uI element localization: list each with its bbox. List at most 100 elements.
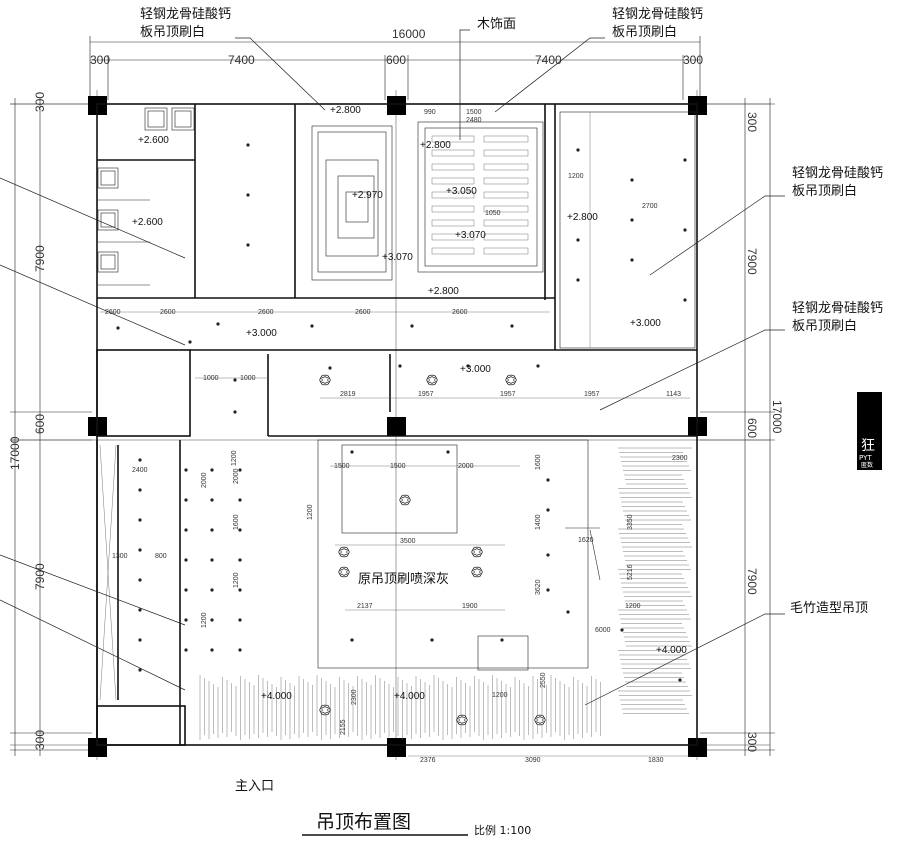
lamp-bulb xyxy=(340,573,344,578)
callout-ceiling-b: 轻钢龙骨硅酸钙 板吊顶刷白 xyxy=(494,7,703,113)
label-ceiling-a-line1: 轻钢龙骨硅酸钙 xyxy=(140,7,231,22)
light-point xyxy=(410,324,414,328)
light-point xyxy=(238,588,242,592)
louvre-slat xyxy=(431,149,475,157)
dim-corridor-2: 2600 xyxy=(160,309,176,316)
dim-c-1957-b: 1957 xyxy=(500,391,516,398)
dim-h-2000: 2000 xyxy=(458,463,474,470)
dim-3350: 1200 xyxy=(625,603,641,610)
lamp-bulb xyxy=(473,573,477,578)
dim-c-1957-a: 1957 xyxy=(418,391,434,398)
light-point xyxy=(138,668,142,672)
lamp-bulb xyxy=(401,501,405,506)
lamp-bulb xyxy=(477,566,481,571)
feature-lamp xyxy=(319,704,331,716)
left-dimension-chain: 300 7900 600 7900 300 17000 xyxy=(8,92,92,756)
dim-top-total: 16000 xyxy=(392,27,426,41)
stair-strip xyxy=(99,444,117,701)
louvre-slat xyxy=(483,177,529,185)
light-point xyxy=(546,588,550,592)
light-point xyxy=(350,450,354,454)
lamp-bulb xyxy=(507,374,511,379)
lamp-bulb xyxy=(428,381,432,386)
dim-bottom-3090: 3090 xyxy=(525,757,541,764)
dim-right-seg-2: 7900 xyxy=(745,248,759,275)
light-point xyxy=(238,498,242,502)
light-point xyxy=(188,340,192,344)
dim-c-1000-a: 1000 xyxy=(203,375,219,382)
dim-v-1200-a: 2000 xyxy=(233,468,240,484)
callout-ceiling-d: 轻钢龙骨硅酸钙 板吊顶刷白 xyxy=(599,301,883,411)
dim-v-1620: 3620 xyxy=(535,579,542,595)
light-point xyxy=(246,143,250,147)
dim-right-seg-3: 600 xyxy=(745,418,759,438)
lamp-bulb xyxy=(540,721,544,726)
lamp-bulb xyxy=(473,553,477,558)
label-ceiling-b-line1: 轻钢龙骨硅酸钙 xyxy=(612,7,703,22)
nested-ceiling-frames xyxy=(311,125,393,281)
label-existing-ceiling: 原吊顶刷喷深灰 xyxy=(358,572,449,587)
dim-bottom-1830: 1830 xyxy=(648,757,664,764)
lamp-bulb xyxy=(401,494,405,499)
lamp-bulb xyxy=(321,381,325,386)
drawing-scale: 比例 1:100 xyxy=(474,823,531,837)
lamp-bulb xyxy=(507,381,511,386)
dim-c-2819: 2819 xyxy=(340,391,356,398)
dim-corridor-4: 2600 xyxy=(355,309,371,316)
feature-lamp xyxy=(319,374,331,386)
dim-h-1900: 1900 xyxy=(462,603,478,610)
light-point xyxy=(630,178,634,182)
top-dimension-chain: 16000 300 7400 600 7400 300 xyxy=(89,27,703,100)
light-point xyxy=(210,618,214,622)
light-point xyxy=(138,518,142,522)
dim-v-2000-b: 1200 xyxy=(233,572,240,588)
lamp-bulb xyxy=(536,714,540,719)
light-point xyxy=(210,498,214,502)
dim-top-seg-1: 300 xyxy=(90,53,110,67)
dim-right-seg-5: 300 xyxy=(745,732,759,752)
elevation-marks: +2.800 +2.600 +2.600 +2.970 +2.800 +3.05… xyxy=(132,105,687,702)
lamp-bulb xyxy=(473,566,477,571)
lamp-bulb xyxy=(321,704,325,709)
label-wood-face: 木饰面 xyxy=(477,17,516,32)
light-point xyxy=(238,468,242,472)
feature-lamp xyxy=(471,566,483,578)
elev-12: +3.000 xyxy=(460,364,491,375)
elev-5: +2.800 xyxy=(420,140,451,151)
feature-lamp xyxy=(338,546,350,558)
light-point xyxy=(216,322,220,326)
lamp-bulb xyxy=(477,553,481,558)
feature-lamp xyxy=(505,374,517,386)
dim-v-1200-d: 1600 xyxy=(535,454,542,470)
dim-h-3500: 3500 xyxy=(400,538,416,545)
feature-lamps xyxy=(319,374,546,726)
light-point xyxy=(210,468,214,472)
logo-latin: PYT xyxy=(859,454,872,462)
louvre-slat xyxy=(431,233,475,241)
louvre-slat xyxy=(483,135,529,143)
light-point xyxy=(576,148,580,152)
dim-2155: 1200 xyxy=(492,692,508,699)
feature-lamp xyxy=(399,494,411,506)
dim-r-1200: 1200 xyxy=(568,173,584,180)
light-point xyxy=(138,578,142,582)
light-point xyxy=(238,558,242,562)
label-ceiling-c-line2: 板吊顶刷白 xyxy=(792,183,857,199)
elev-7: +3.070 xyxy=(455,230,486,241)
lamp-bulb xyxy=(407,498,411,502)
dim-v-1600: 1400 xyxy=(535,514,542,530)
drawing-title: 吊顶布置图 xyxy=(316,811,411,833)
light-point xyxy=(238,618,242,622)
light-point xyxy=(246,243,250,247)
louvre-slat xyxy=(483,219,529,227)
light-point xyxy=(328,366,332,370)
dim-r-2700: 2700 xyxy=(642,203,658,210)
light-point xyxy=(233,410,237,414)
elev-13: +3.000 xyxy=(630,318,661,329)
lamp-bulb xyxy=(505,378,509,382)
louvre-slat xyxy=(431,163,475,171)
interior-dimensions: 2600 2600 2600 2600 2600 1000 1000 2819 … xyxy=(100,109,690,764)
lamp-bulb xyxy=(405,501,409,506)
light-point xyxy=(184,498,188,502)
light-point xyxy=(500,638,504,642)
